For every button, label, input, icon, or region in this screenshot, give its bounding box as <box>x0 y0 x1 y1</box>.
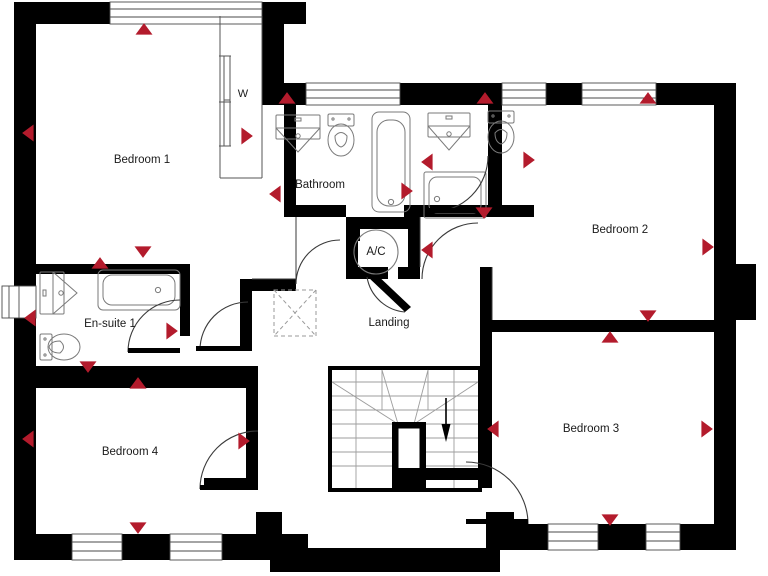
label-airing-cupboard: A/C <box>366 246 385 258</box>
view-marker-up <box>135 23 153 35</box>
view-marker-left <box>421 241 433 259</box>
staircase <box>328 366 482 492</box>
view-marker-down <box>79 361 97 373</box>
view-marker-right <box>401 182 413 200</box>
view-marker-up <box>129 377 147 389</box>
thin-partition-lines <box>252 217 493 320</box>
ensuite1-wc-fixture <box>39 333 81 361</box>
room-labels: Bedroom 1 Bedroom 2 Bedroom 3 Bedroom 4 … <box>84 88 648 458</box>
door-bedroom4 <box>199 430 259 490</box>
door-leaves <box>128 208 528 524</box>
view-marker-down <box>639 310 657 322</box>
door-bedroom2 <box>421 222 479 280</box>
view-marker-down <box>601 514 619 526</box>
loft-hatch <box>273 289 317 337</box>
sanitary-fixtures <box>39 110 515 361</box>
airing-cupboard-door <box>366 272 411 313</box>
view-marker-right <box>241 127 253 145</box>
airing-cupboard-circle <box>353 229 399 275</box>
view-marker-right <box>702 238 714 256</box>
door-bedroom1 <box>199 301 249 351</box>
label-bedroom-1: Bedroom 1 <box>114 154 170 166</box>
view-marker-up <box>476 92 494 104</box>
view-marker-right <box>523 151 535 169</box>
view-marker-left <box>24 309 36 327</box>
door-bedroom3 <box>465 461 529 525</box>
ensuite2-wc-fixture <box>487 110 515 154</box>
view-marker-down <box>129 522 147 534</box>
stair-direction-arrow <box>441 398 451 442</box>
bathroom-wc-fixture <box>327 113 355 157</box>
view-marker-up <box>639 92 657 104</box>
view-marker-right <box>238 432 250 450</box>
view-marker-up <box>601 331 619 343</box>
ensuite1-basin-fixture <box>39 271 78 315</box>
view-marker-up <box>91 257 109 269</box>
label-en-suite-1: En-suite 1 <box>84 318 136 330</box>
label-bathroom: Bathroom <box>295 179 345 191</box>
view-marker-left <box>487 420 499 438</box>
wardrobe <box>219 16 263 179</box>
view-marker-right <box>166 322 178 340</box>
view-marker-left <box>269 185 281 203</box>
bathroom-basin-fixture <box>275 114 321 153</box>
label-bedroom-4: Bedroom 4 <box>102 446 159 458</box>
ensuite2-basin-fixture <box>427 112 471 151</box>
ensuite1-bath-fixture <box>97 269 181 311</box>
label-wardrobe: W <box>238 88 249 100</box>
bathroom-bath-fixture <box>371 111 411 213</box>
door-bathroom <box>295 239 341 285</box>
windows <box>1 1 681 561</box>
label-landing: Landing <box>369 317 410 329</box>
view-direction-markers <box>22 23 714 534</box>
view-marker-down <box>475 207 493 219</box>
view-marker-down <box>134 246 152 258</box>
door-ensuite1 <box>127 299 181 353</box>
label-bedroom-2: Bedroom 2 <box>592 224 648 236</box>
view-marker-left <box>22 124 34 142</box>
view-marker-right <box>701 420 713 438</box>
view-marker-left <box>22 430 34 448</box>
label-bedroom-3: Bedroom 3 <box>563 423 619 435</box>
view-marker-left <box>421 153 433 171</box>
view-marker-up <box>278 92 296 104</box>
